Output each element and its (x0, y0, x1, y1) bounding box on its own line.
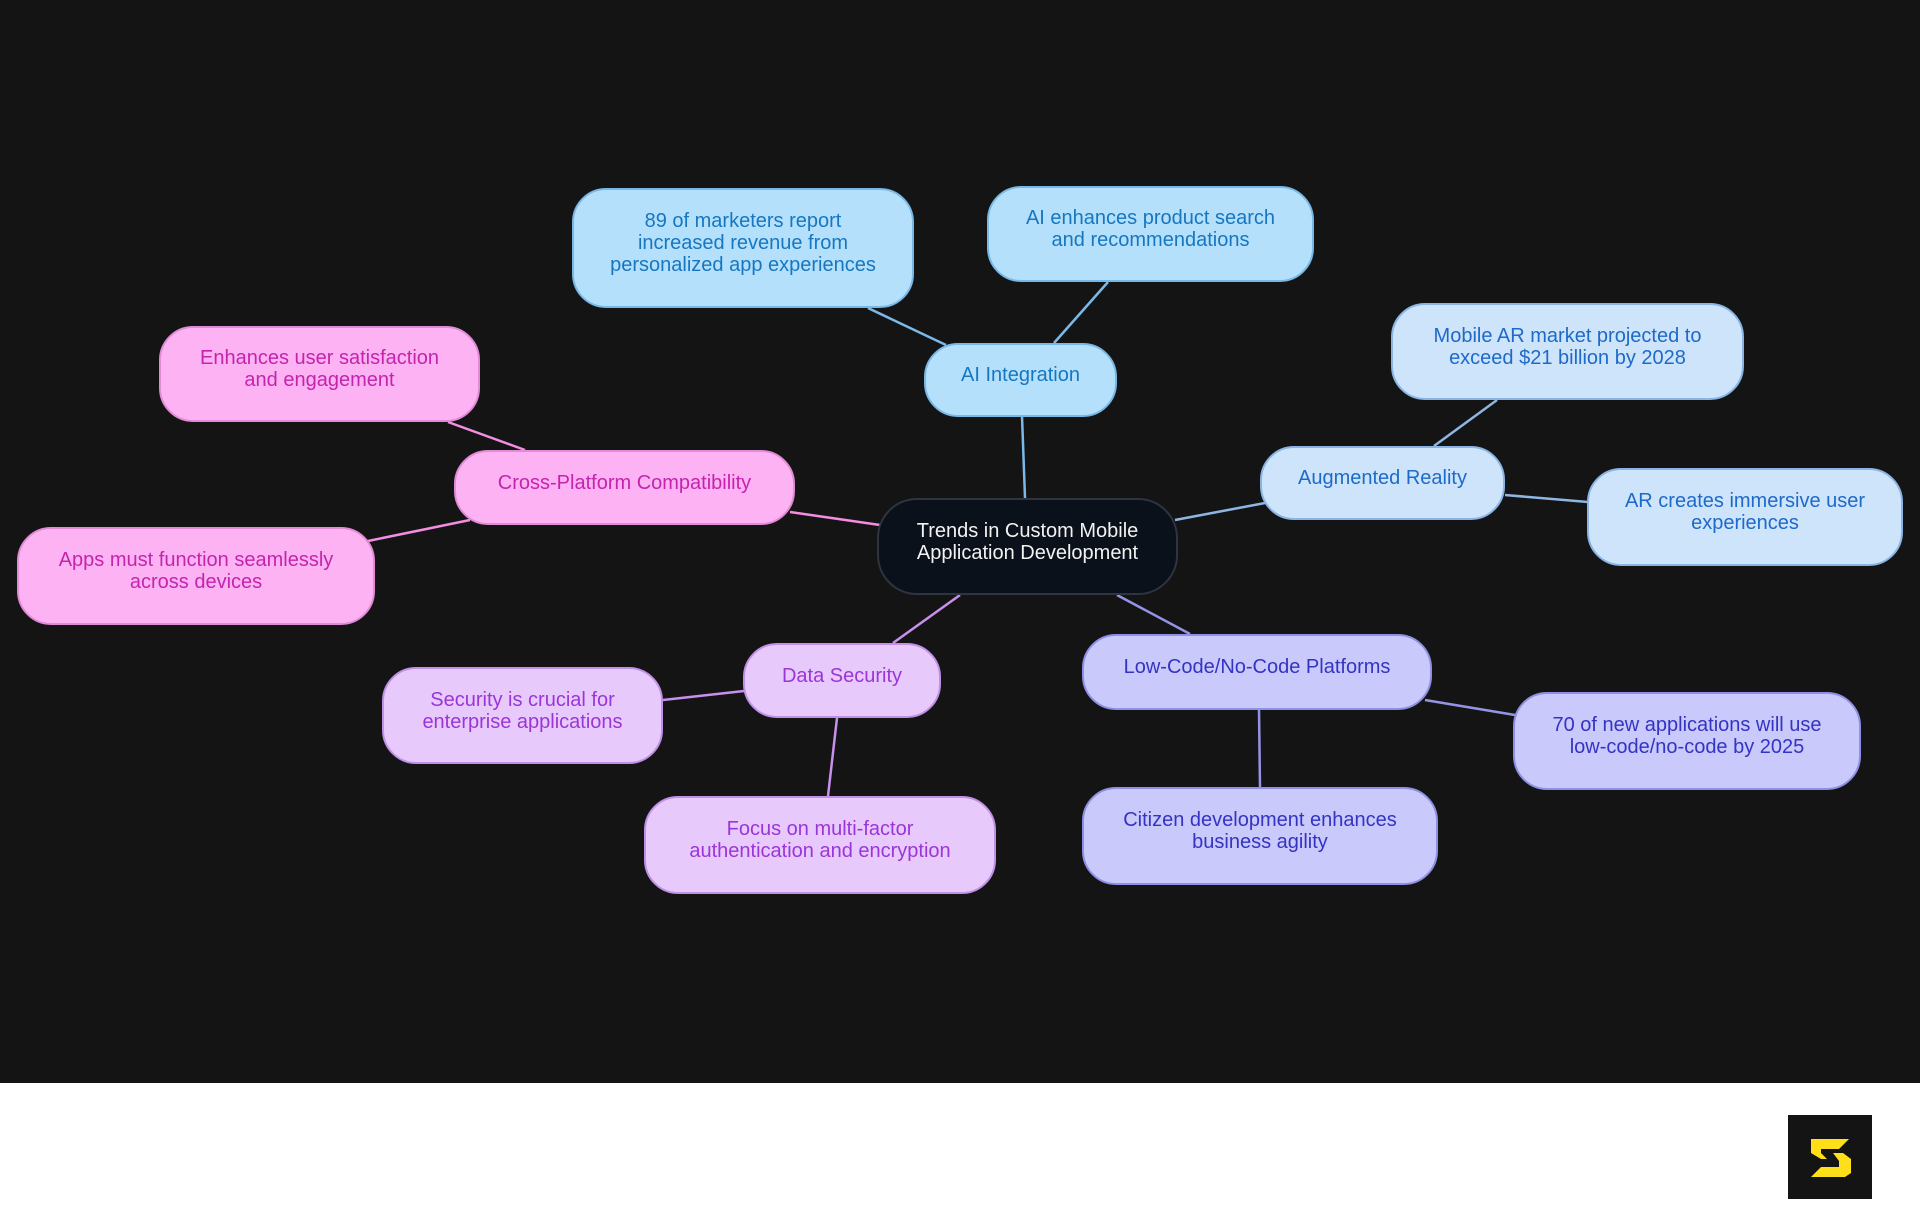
branch-node-data-security[interactable]: Data Security (743, 643, 941, 718)
edge-cp-cp2 (367, 518, 471, 543)
leaf-node-user-satisfaction[interactable]: Enhances user satisfaction and engagemen… (159, 326, 480, 422)
branch-node-ai-integration[interactable]: AI Integration (924, 343, 1117, 417)
edge-ar-ar1 (1433, 398, 1498, 448)
leaf-node-ar-market[interactable]: Mobile AR market projected to exceed $21… (1391, 303, 1744, 400)
branch-node-low-code[interactable]: Low-Code/No-Code Platforms (1082, 634, 1432, 710)
leaf-node-seamless-devices[interactable]: Apps must function seamlessly across dev… (17, 527, 375, 625)
mindmap-edges (367, 281, 1589, 797)
edge-lc-lc1 (1424, 698, 1516, 717)
leaf-node-mfa-encryption[interactable]: Focus on multi-factor authentication and… (644, 796, 996, 894)
mindmap-canvas: Trends in Custom Mobile Application Deve… (0, 0, 1920, 1083)
edge-ds-ds1 (662, 689, 745, 702)
edge-ai-ai1 (867, 306, 947, 347)
leaf-node-citizen-development[interactable]: Citizen development enhances business ag… (1082, 787, 1438, 885)
s-logo-icon (1811, 1139, 1851, 1177)
leaf-node-enterprise-security[interactable]: Security is crucial for enterprise appli… (382, 667, 663, 764)
leaf-node-ai-search[interactable]: AI enhances product search and recommend… (987, 186, 1314, 282)
edge-cp-cp1 (447, 420, 526, 452)
edge-root-cp (789, 510, 881, 527)
edge-lc-lc2 (1257, 709, 1262, 788)
brand-logo (1788, 1115, 1872, 1199)
edge-ar-ar2 (1504, 493, 1589, 504)
edge-root-ds (892, 593, 961, 645)
leaf-node-marketers-revenue[interactable]: 89 of marketers report increased revenue… (572, 188, 914, 308)
edge-ai-ai2 (1053, 281, 1109, 344)
edge-ds-ds2 (826, 717, 839, 797)
edge-root-ai (1020, 415, 1027, 499)
edge-root-ar (1174, 501, 1266, 522)
leaf-node-ar-immersive[interactable]: AR creates immersive user experiences (1587, 468, 1903, 566)
branch-node-augmented-reality[interactable]: Augmented Reality (1260, 446, 1505, 520)
branch-node-cross-platform[interactable]: Cross-Platform Compatibility (454, 450, 795, 525)
edge-root-lc (1116, 593, 1191, 636)
root-node[interactable]: Trends in Custom Mobile Application Deve… (877, 498, 1178, 595)
leaf-node-low-code-2025[interactable]: 70 of new applications will use low-code… (1513, 692, 1861, 790)
